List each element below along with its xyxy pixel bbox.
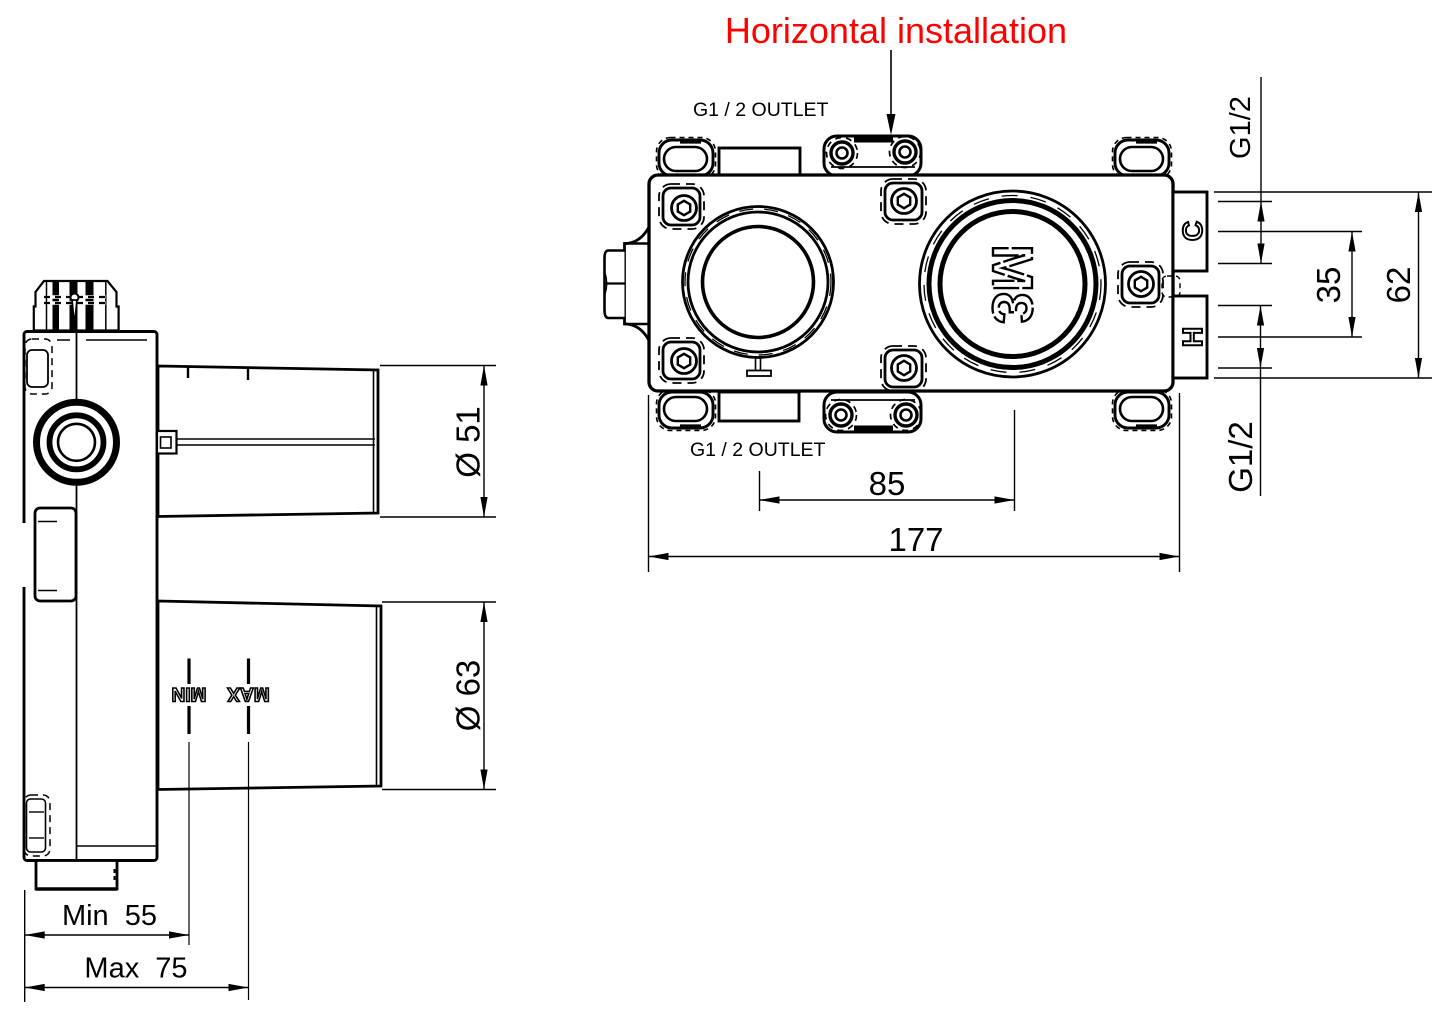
svg-text:Ø 63: Ø 63 (450, 660, 487, 732)
svg-text:G1 / 2 OUTLET: G1 / 2 OUTLET (690, 439, 826, 461)
svg-text:35: 35 (1310, 267, 1347, 304)
svg-text:Ø 51: Ø 51 (450, 406, 487, 478)
svg-text:85: 85 (869, 465, 906, 502)
svg-text:MAX: MAX (227, 683, 270, 704)
svg-text:MIN: MIN (172, 683, 207, 704)
svg-text:G1 / 2 OUTLET: G1 / 2 OUTLET (693, 99, 829, 121)
svg-text:H: H (1177, 327, 1208, 347)
svg-text:G1/2: G1/2 (1225, 96, 1257, 159)
svg-text:62: 62 (1380, 267, 1417, 304)
svg-text:3M: 3M (980, 244, 1044, 323)
svg-text:G1/2: G1/2 (1222, 421, 1259, 493)
svg-text:Min 55: Min 55 (62, 900, 157, 932)
svg-text:C: C (1177, 221, 1208, 241)
svg-text:177: 177 (888, 521, 943, 558)
svg-text:Horizontal installation: Horizontal installation (725, 10, 1067, 51)
svg-text:Max 75: Max 75 (84, 953, 187, 985)
